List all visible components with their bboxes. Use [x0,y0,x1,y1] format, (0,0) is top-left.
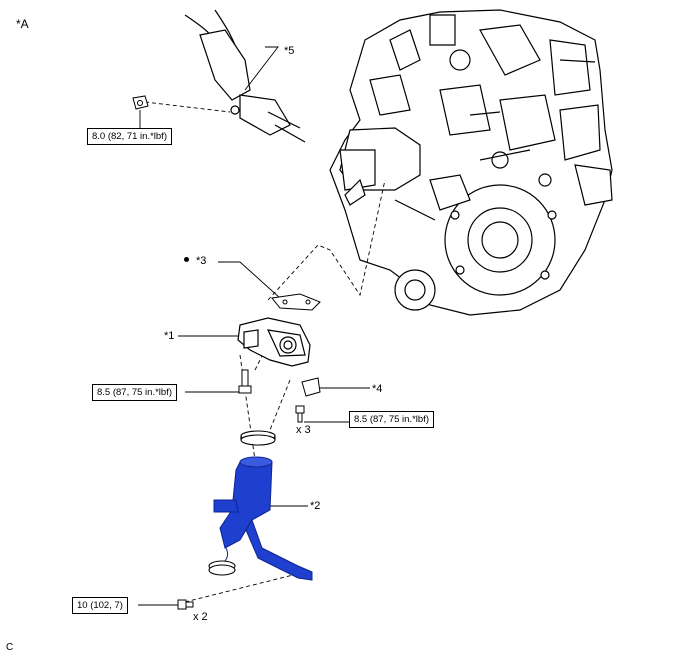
hose-bracket-assembly [184,9,306,143]
torque-spec-bolt-bottom: 10 (102, 7) [72,597,128,614]
hose-clamp-bottom [208,560,236,576]
torque-spec-bolt-right: 8.5 (87, 75 in.*lbf) [349,411,434,428]
new-part-bullet [184,257,189,262]
torque-spec-bolt-left: 8.5 (87, 75 in.*lbf) [92,384,177,401]
bolt-bottom [177,599,194,610]
torque-spec-nut-top: 8.0 (82, 71 in.*lbf) [87,128,172,145]
engine-assembly [329,9,613,316]
quantity-right: x 3 [296,424,311,436]
hose-clamp-top [240,430,276,446]
part-label-3: *3 [196,255,207,267]
bolt-left [238,369,252,394]
water-pipe-highlighted [213,456,313,581]
gasket [271,293,321,311]
corner-code: C [6,642,14,653]
part-label-2: *2 [310,500,321,512]
nut-top [132,95,149,110]
bolt-right [295,405,305,423]
outlet-housing [237,317,311,367]
quantity-bottom: x 2 [193,611,208,623]
view-label: *A [16,17,29,31]
part-label-5: *5 [284,45,295,57]
part-label-1: *1 [164,330,175,342]
part-label-4: *4 [372,383,383,395]
clamp-bracket [301,377,321,397]
label-leaders [138,46,370,606]
